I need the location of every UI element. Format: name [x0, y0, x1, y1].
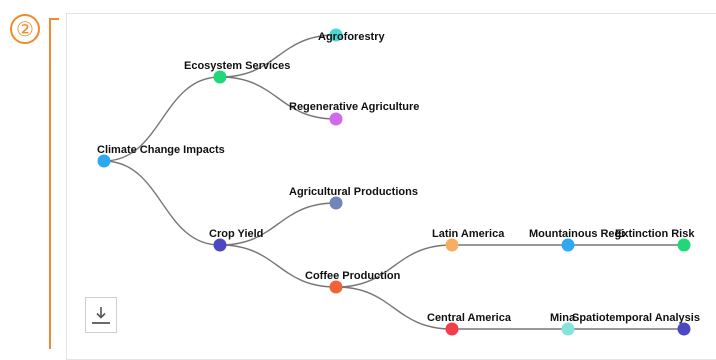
- tree-node-label-coffee: Coffee Production: [305, 270, 401, 282]
- tree-node-label-regen: Regenerative Agriculture: [289, 101, 419, 113]
- tree-link-cropyield-agprod: [219, 202, 337, 246]
- tree-node-ecosystem[interactable]: [213, 70, 227, 84]
- tree-node-cropyield[interactable]: [213, 238, 227, 252]
- tree-node-agroforestry[interactable]: [329, 28, 343, 42]
- tree-link-cropyield-coffee: [219, 244, 337, 288]
- tree-node-label-extinction: Extinction Risk: [615, 228, 695, 240]
- tree-link-climate-ecosystem: [103, 76, 221, 162]
- tree-links: [103, 34, 684, 330]
- accent-bracket-line: [49, 18, 51, 349]
- tree-link-coffee-latam: [335, 244, 453, 288]
- download-button[interactable]: [85, 297, 117, 333]
- tree-node-label-agprod: Agricultural Productions: [289, 186, 418, 198]
- tree-node-extinction[interactable]: [677, 238, 691, 252]
- tree-node-label-agroforestry: Agroforestry: [318, 31, 386, 43]
- accent-bracket-top: [49, 18, 59, 20]
- tree-link-climate-cropyield: [103, 160, 221, 246]
- step-number-badge: ②: [10, 14, 40, 44]
- tree-node-label-mina: Mina: [550, 312, 576, 324]
- tree-node-label-climate: Climate Change Impacts: [97, 144, 225, 156]
- tree-node-mina[interactable]: [561, 322, 575, 336]
- download-icon: [92, 307, 110, 324]
- tree-node-label-cropyield: Crop Yield: [209, 228, 263, 240]
- tree-node-climate[interactable]: [97, 154, 111, 168]
- tree-node-label-mountain: Mountainous Regi: [529, 228, 624, 240]
- tree-node-spatio[interactable]: [677, 322, 691, 336]
- tree-node-agprod[interactable]: [329, 196, 343, 210]
- tree-node-regen[interactable]: [329, 112, 343, 126]
- tree-panel: [66, 13, 716, 360]
- tree-link-ecosystem-agroforestry: [219, 34, 337, 78]
- tree-labels: Climate Change Impacts Ecosystem Services…: [97, 31, 700, 324]
- tree-node-centam[interactable]: [445, 322, 459, 336]
- tree-node-label-latam: Latin America: [432, 228, 505, 240]
- tree-node-mountain[interactable]: [561, 238, 575, 252]
- tree-node-label-centam: Central America: [427, 312, 512, 324]
- tree-node-latam[interactable]: [445, 238, 459, 252]
- tree-link-coffee-centam: [335, 286, 453, 330]
- tree-diagram: Climate Change Impacts Ecosystem Services…: [97, 28, 700, 336]
- tree-node-label-ecosystem: Ecosystem Services: [184, 60, 290, 72]
- tree-link-ecosystem-regen: [219, 76, 337, 120]
- tree-node-label-spatio: Spatiotemporal Analysis: [572, 312, 700, 324]
- tree-node-coffee[interactable]: [329, 280, 343, 294]
- tree-nodes: [97, 28, 691, 336]
